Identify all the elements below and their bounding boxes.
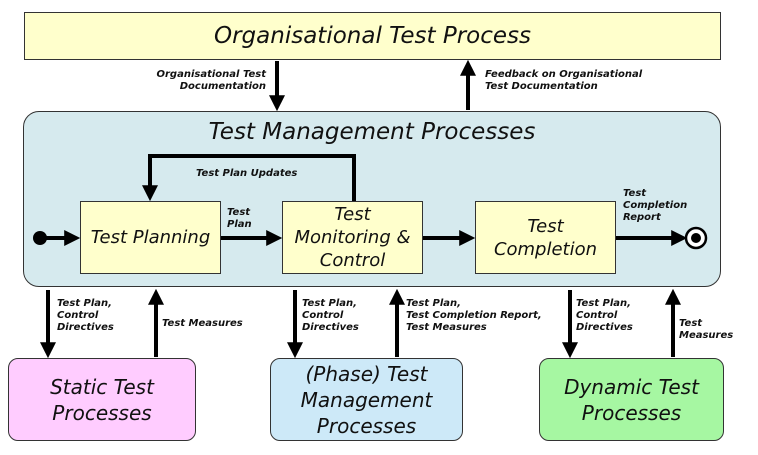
org-doc-label: Organisational Test Documentation xyxy=(156,69,267,92)
static-up-label: Test Measures xyxy=(162,318,243,329)
start-node xyxy=(33,231,47,245)
test-planning-box: Test Planning xyxy=(80,201,221,274)
phase-up-label: Test Plan, Test Completion Report, Test … xyxy=(406,298,542,333)
end-node-dot xyxy=(691,233,701,243)
plan-updates-arrow xyxy=(142,154,356,202)
completion-report-label: Test Completion Report xyxy=(623,188,688,223)
static-down-label: Test Plan, Control Directives xyxy=(57,298,114,333)
static-test-processes-box: Static Test Processes xyxy=(8,358,196,441)
test-plan-label: Test Plan xyxy=(227,207,252,230)
dynamic-test-processes-box: Dynamic Test Processes xyxy=(539,358,724,441)
phase-down-label: Test Plan, Control Directives xyxy=(302,298,359,333)
organisational-test-process-box: Organisational Test Process xyxy=(24,12,721,60)
feedback-label: Feedback on Organisational Test Document… xyxy=(485,69,643,92)
dynamic-down-label: Test Plan, Control Directives xyxy=(576,298,633,333)
plan-updates-label: Test Plan Updates xyxy=(196,168,298,179)
test-monitoring-control-box: Test Monitoring & Control xyxy=(282,201,423,274)
phase-test-management-processes-box: (Phase) Test Management Processes xyxy=(270,358,463,441)
test-completion-box: Test Completion xyxy=(475,201,616,274)
dynamic-up-label: Test Measures xyxy=(679,318,734,341)
test-management-title: Test Management Processes xyxy=(208,119,536,145)
